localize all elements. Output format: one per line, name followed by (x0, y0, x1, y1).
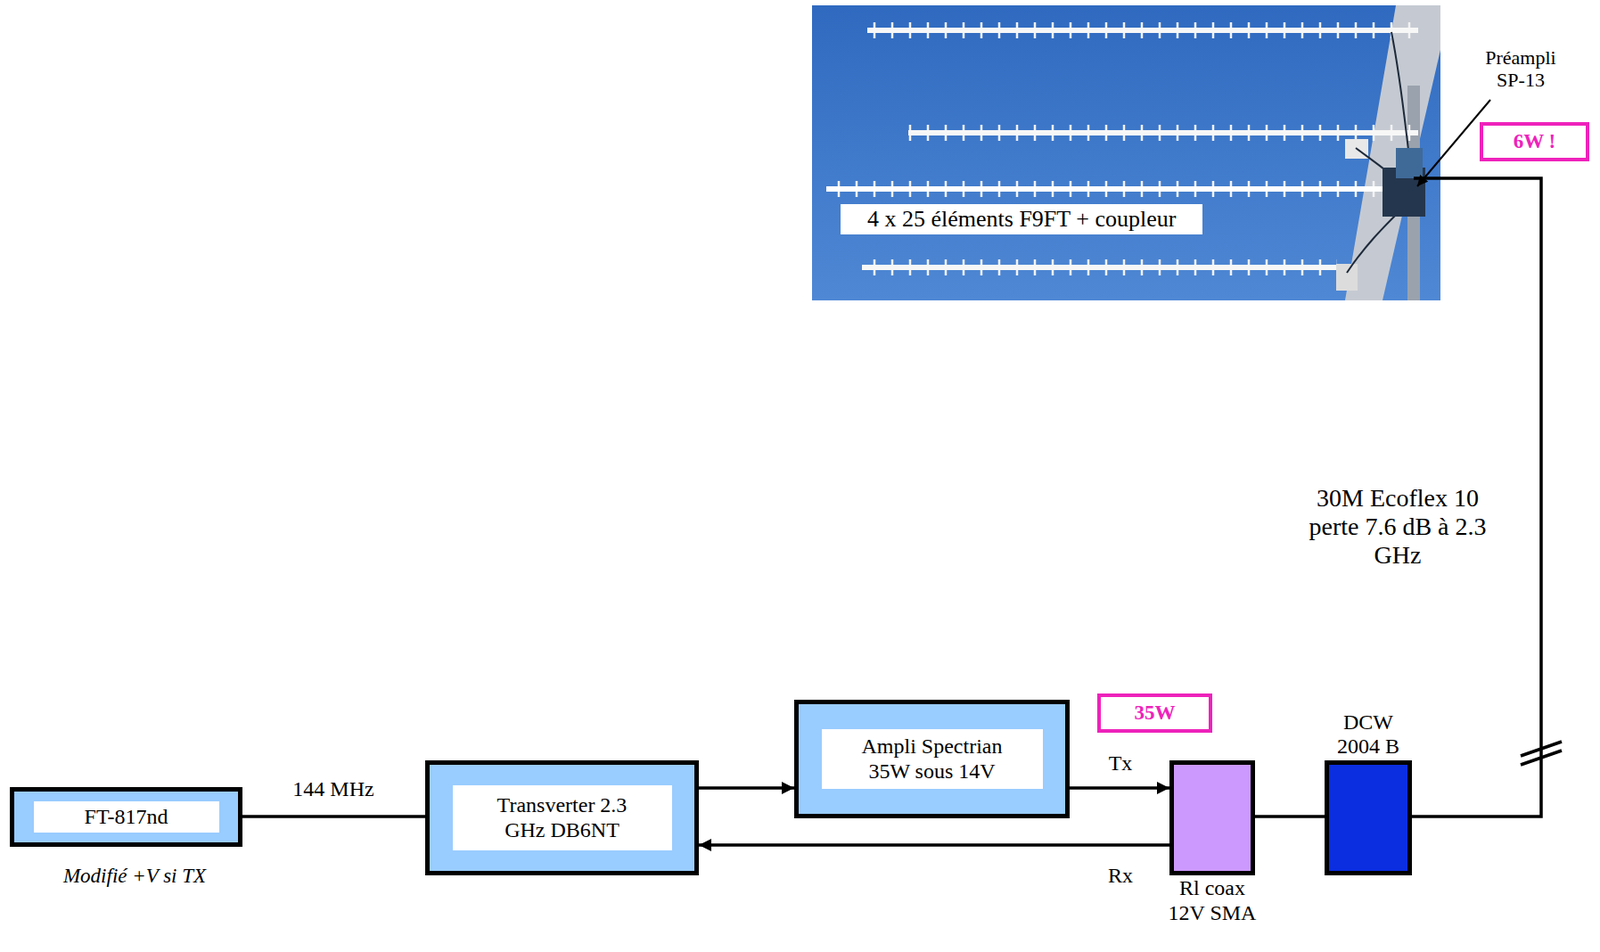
node-text: 6W ! (1513, 130, 1557, 154)
node-text: 4 x 25 éléments F9FT + coupleur (840, 204, 1203, 235)
edge-label: 144 MHz (270, 777, 396, 803)
node-text: FT-817nd (33, 801, 220, 834)
edge-label: Tx (1093, 751, 1148, 777)
cable-break-symbol (1520, 741, 1562, 756)
node-text: Rl coax 12V SMA (1163, 876, 1262, 926)
coupler-box: DCW 2004 B (1324, 760, 1412, 876)
callout-label: Préampli SP-13 (1476, 46, 1566, 92)
connector (242, 814, 426, 819)
connector (698, 786, 795, 790)
radio-box: FT-817nd (9, 787, 243, 847)
node-text: DCW 2004 B (1328, 710, 1409, 760)
power-tag: 6W ! (1479, 122, 1590, 162)
connector (1255, 814, 1325, 819)
relay-box: Rl coax 12V SMA (1169, 760, 1256, 876)
connector (698, 843, 1170, 847)
connector (1069, 786, 1170, 790)
edge-label: Rx (1093, 863, 1148, 889)
power-tag: 35W (1097, 693, 1213, 733)
amplifier-box: Ampli Spectrian 35W sous 14V (794, 699, 1070, 819)
note-label: Modifié +V si TX (18, 864, 251, 888)
node-text: 35W (1134, 701, 1176, 725)
transverter-box: Transverter 2.3 GHz DB6NT (425, 760, 699, 876)
node-text: Transverter 2.3 GHz DB6NT (452, 785, 673, 851)
antenna-photo-art (812, 5, 1441, 301)
node-text: Ampli Spectrian 35W sous 14V (821, 729, 1043, 789)
antenna-photo: 4 x 25 éléments F9FT + coupleur (812, 5, 1441, 301)
edge-label: 30M Ecoflex 10 perte 7.6 dB à 2.3 GHz (1295, 484, 1501, 571)
